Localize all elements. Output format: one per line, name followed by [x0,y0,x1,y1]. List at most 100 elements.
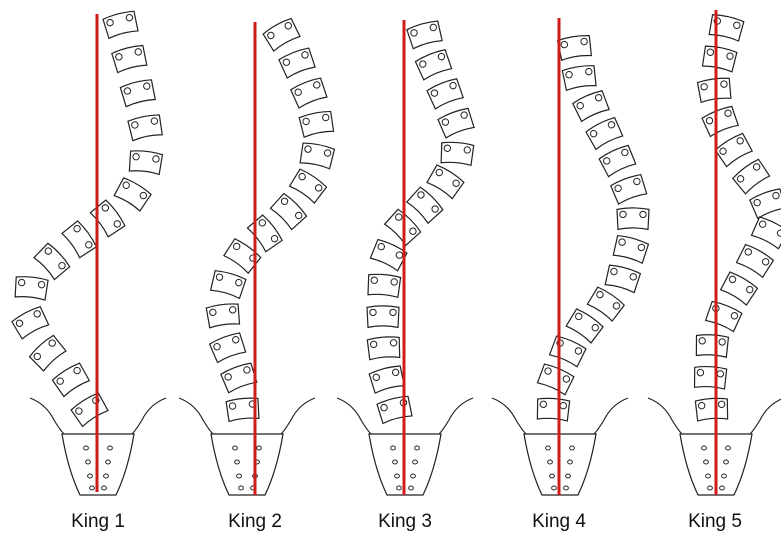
vertebra [562,64,597,90]
curve-label-king-2: King 2 [200,511,310,533]
pedicle [580,38,587,45]
vertebra [262,17,300,51]
vertebra [120,78,156,107]
vertebra [406,186,444,224]
vertebra [604,264,641,293]
pedicle [719,339,726,346]
vertebra [377,395,413,424]
vertebra [587,286,626,322]
pedicle [717,370,724,377]
vertebra [61,220,97,259]
curve-label-king-5: King 5 [660,511,770,533]
vertebra [369,365,405,394]
pedicle [560,402,567,409]
vertebral-body [270,192,308,230]
pedicle [229,306,236,313]
spine-curve-king-4 [492,18,649,495]
vertebra [720,271,758,306]
pedicle [565,71,572,78]
vertebral-body [751,216,781,250]
vertebra [367,306,399,328]
vertebra [367,273,401,297]
vertebra [617,208,649,230]
vertebra [536,397,569,421]
vertebra [695,334,728,357]
pedicle [18,279,25,286]
vertebra [694,366,727,389]
vertebra [278,47,316,79]
pedicle [390,339,397,346]
vertebra [210,269,247,298]
vertebra [289,168,328,204]
vertebra [610,173,647,204]
vertebral-body [406,186,444,224]
pedicle [444,145,451,152]
vertebra [103,10,139,39]
vertebra [732,158,771,194]
vertebra [426,77,464,109]
sacrum [211,434,283,495]
pedicle [698,402,705,409]
vertebra [751,216,781,250]
vertebra [111,44,147,73]
vertebral-body [33,242,71,280]
vertebral-body [536,397,569,421]
vertebra [33,242,71,280]
curve-label-king-1: King 1 [43,511,153,533]
vertebra [612,234,649,263]
vertebra [705,300,743,332]
vertebra [220,362,257,393]
vertebra [206,303,240,328]
pedicle [561,41,568,48]
vertebra [247,214,284,252]
vertebra [14,275,48,300]
vertebra [290,77,328,109]
pedicle [697,369,704,376]
pedicle [209,309,216,316]
vertebra [128,150,162,175]
vertebra [128,113,164,140]
pedicle [38,281,45,288]
spine-curve-king-1 [11,10,166,495]
pedicle [229,403,236,410]
vertebral-body [247,214,284,252]
vertebra [299,110,335,137]
vertebral-body [61,220,97,259]
curve-label-king-3: King 3 [350,511,460,533]
vertebra [537,363,575,395]
vertebra [736,243,774,277]
vertebra [90,199,126,238]
pedicle [152,155,159,162]
pedicle [701,83,708,90]
spine-curve-king-5 [648,10,781,495]
pedicle [464,147,471,154]
vertebra [585,116,623,150]
vertebra [70,392,109,427]
vertebra [52,362,91,397]
pedicle [585,68,592,75]
vertebra [715,132,754,167]
vertebra [299,142,335,169]
vertebra [369,238,407,271]
pedicle [718,401,725,408]
pedicle [370,309,376,315]
vertebral-body [695,334,728,357]
curve-label-king-4: King 4 [504,511,614,533]
pedicle [620,211,626,217]
vertebra [549,335,587,367]
vertebra [572,89,610,121]
pedicle [132,153,139,160]
pedicle [640,211,646,217]
spine-curve-king-3 [337,20,475,495]
vertebra [113,177,152,212]
vertebral-body [694,366,727,389]
pedicle [390,309,396,315]
vertebral-body [90,199,126,238]
vertebra [367,336,401,360]
vertebra [406,20,443,49]
vertebra [426,164,465,199]
pedicle [391,279,398,286]
vertebra [702,45,738,72]
